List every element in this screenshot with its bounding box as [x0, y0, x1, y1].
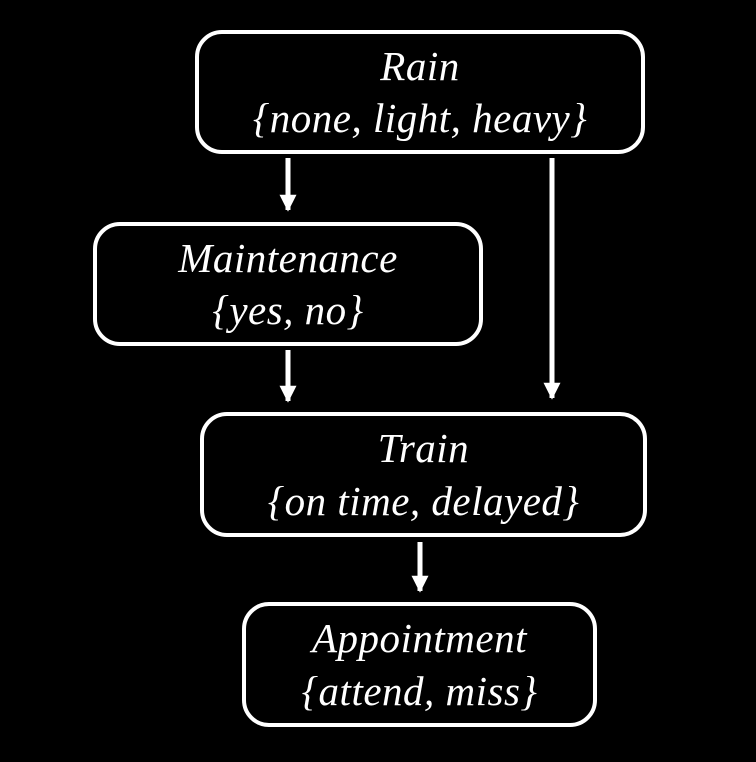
node-maintenance-title: Maintenance	[178, 234, 398, 281]
node-train-title: Train	[377, 425, 470, 472]
node-maintenance-values: {yes, no}	[212, 287, 364, 333]
node-appointment-title: Appointment	[311, 615, 528, 662]
node-rain-title: Rain	[380, 42, 460, 89]
node-appointment: Appointment {attend, miss}	[242, 602, 597, 727]
node-train-values: {on time, delayed}	[267, 477, 580, 524]
node-train: Train {on time, delayed}	[200, 412, 647, 537]
node-maintenance: Maintenance {yes, no}	[93, 222, 483, 346]
node-rain-values: {none, light, heavy}	[252, 95, 588, 141]
node-rain: Rain {none, light, heavy}	[195, 30, 645, 154]
node-appointment-values: {attend, miss}	[301, 667, 538, 714]
